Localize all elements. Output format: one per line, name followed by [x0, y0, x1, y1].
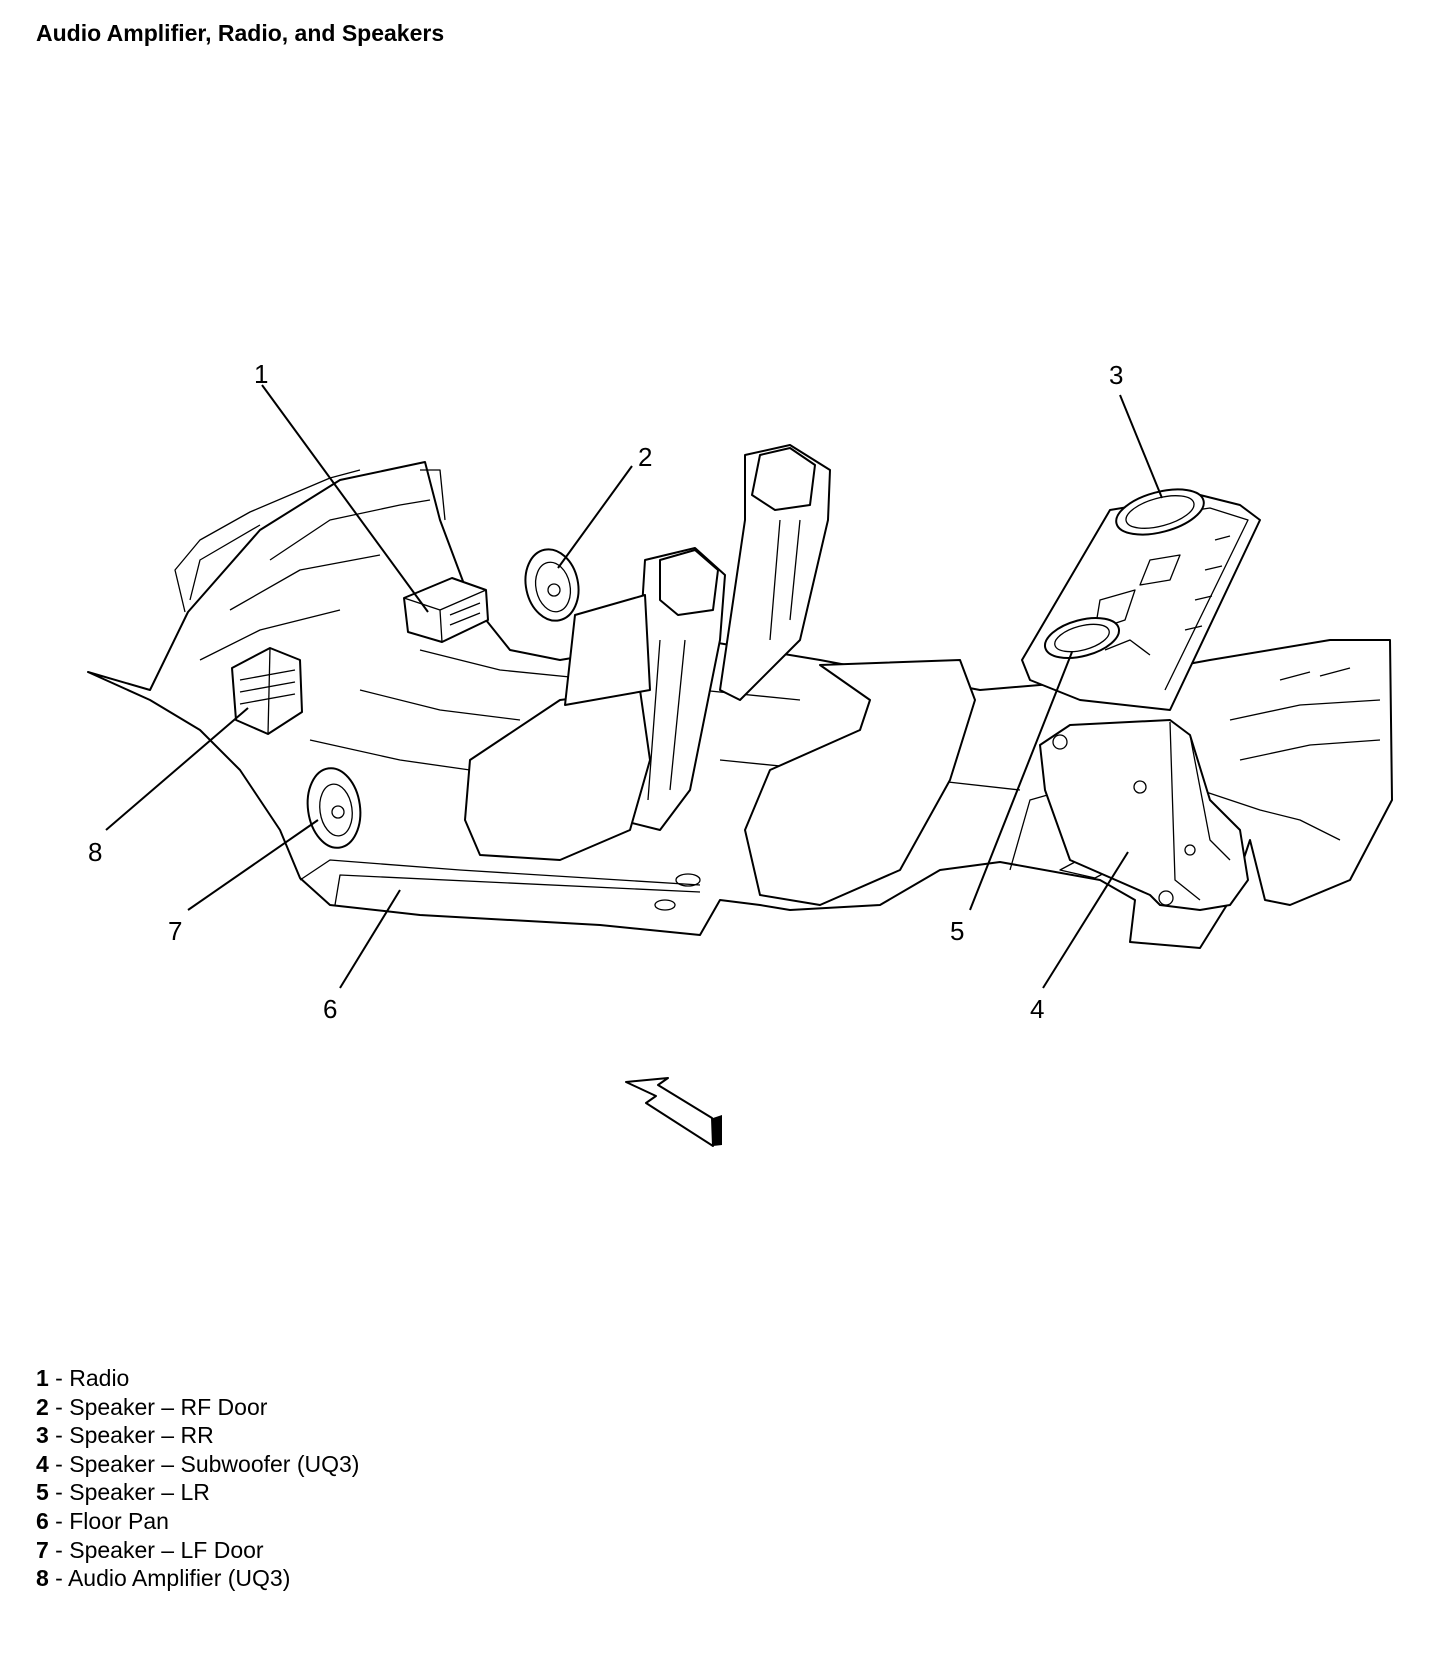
callout-number-3: 3: [1109, 360, 1123, 390]
legend-item-speaker-rr: 3 - Speaker – RR: [36, 1422, 214, 1449]
legend-item-speaker-subwoofer: 4 - Speaker – Subwoofer (UQ3): [36, 1450, 360, 1477]
legend-item-audio-amplifier: 8 - Audio Amplifier (UQ3): [36, 1565, 291, 1592]
legend-item-radio: 1 - Radio: [36, 1365, 130, 1391]
callout-number-6: 6: [323, 994, 337, 1024]
radio-illustration: [403, 577, 489, 643]
callout-number-5: 5: [950, 916, 964, 946]
legend-item-speaker-lf-door: 7 - Speaker – LF Door: [36, 1536, 264, 1563]
callout-number-2: 2: [638, 442, 652, 472]
passenger-seat-illustration: [719, 444, 976, 906]
callout-leaders: [105, 384, 1163, 989]
legend-item-speaker-rf-door: 2 - Speaker – RF Door: [36, 1393, 268, 1420]
legend-item-floor-pan: 6 - Floor Pan: [36, 1507, 169, 1534]
callout-number-8: 8: [88, 837, 102, 867]
callout-number-1: 1: [254, 359, 268, 389]
page-title: Audio Amplifier, Radio, and Speakers: [36, 20, 445, 46]
speaker-lf-door-illustration: [306, 767, 362, 849]
callout-number-4: 4: [1030, 994, 1044, 1024]
subwoofer-enclosure-illustration: [1039, 719, 1249, 911]
parts-legend: 1 - Radio 2 - Speaker – RF Door 3 - Spea…: [36, 1364, 359, 1593]
speaker-lr-illustration: [1044, 617, 1120, 659]
front-direction-arrow-icon: [625, 1077, 722, 1147]
legend-item-speaker-lr: 5 - Speaker – LR: [36, 1479, 210, 1506]
speaker-rr-illustration: [1115, 488, 1205, 536]
callout-number-7: 7: [168, 916, 182, 946]
speaker-rf-door-illustration: [524, 548, 580, 622]
driver-seat-illustration: [464, 547, 726, 861]
audio-amplifier-illustration: [231, 647, 303, 735]
